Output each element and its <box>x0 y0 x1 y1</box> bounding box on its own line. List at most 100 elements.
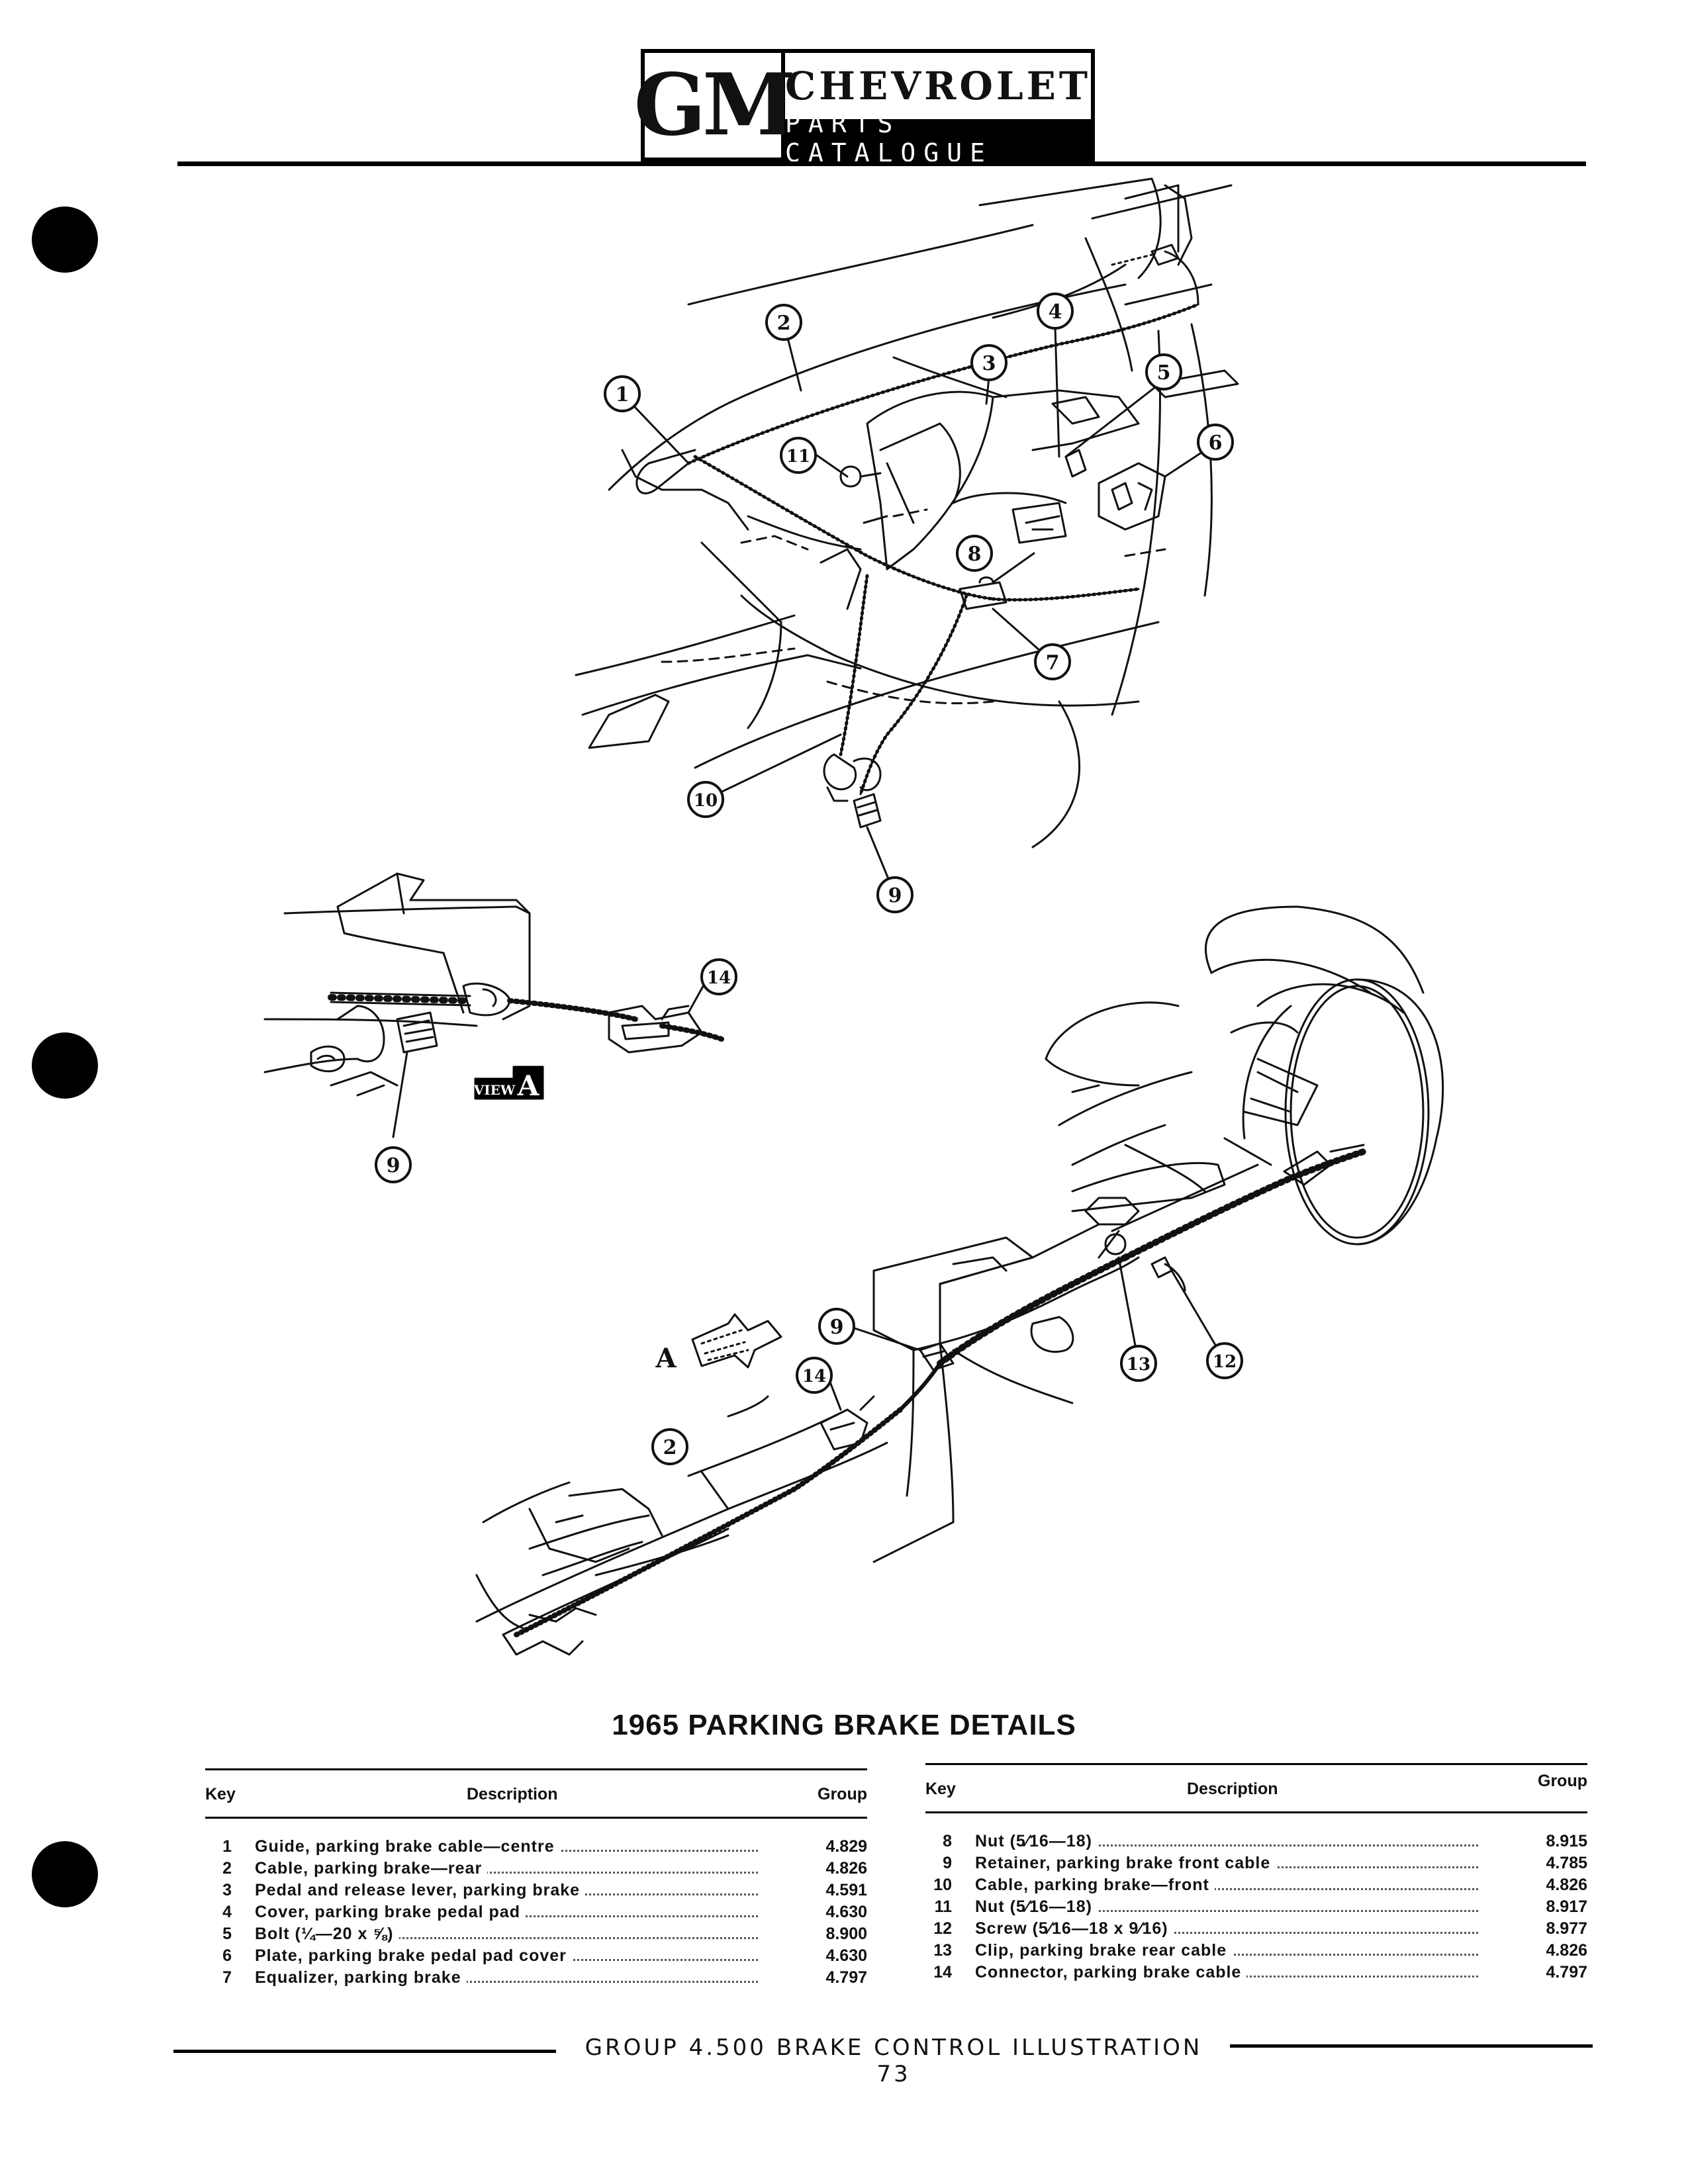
callout-circle-11 <box>780 437 817 474</box>
part-key: 14 <box>933 1963 952 1981</box>
underbody-diagram <box>475 905 1444 1656</box>
gm-logo-mark: GM <box>634 53 796 158</box>
part-key: 11 <box>934 1897 952 1916</box>
footer-rule-right <box>1230 2044 1593 2048</box>
part-description-cell: Cable, parking brake—rear <box>255 1858 758 1880</box>
part-description: Equalizer, parking brake <box>255 1968 467 1987</box>
part-group: 4.630 <box>825 1946 867 1965</box>
view-label-letter: A <box>517 1069 540 1102</box>
parking-brake-illustration: 1 2 3 4 5 6 7 8 9 10 11 14 9 9 14 2 13 1… <box>263 177 1444 1656</box>
view-a-label-shape <box>474 1066 544 1100</box>
part-key: 1 <box>222 1837 232 1856</box>
part-description-cell: Cable, parking brake—front <box>975 1874 1478 1896</box>
callout-7: 7 <box>1046 651 1060 674</box>
arrow-label: A <box>655 1343 677 1374</box>
part-group: 4.591 <box>825 1881 867 1899</box>
callout-10: 10 <box>694 791 718 811</box>
part-description-cell: Retainer, parking brake front cable <box>975 1852 1478 1874</box>
part-description: Plate, parking brake pedal pad cover <box>255 1946 572 1965</box>
part-key: 3 <box>222 1881 232 1899</box>
dot-leader <box>975 1844 1478 1846</box>
callout-circle-3 <box>970 344 1008 381</box>
part-key: 12 <box>933 1919 952 1938</box>
part-key: 6 <box>222 1946 232 1965</box>
part-description-cell: Plate, parking brake pedal pad cover <box>255 1945 758 1967</box>
table-row: 2 Cable, parking brake—rear 4.826 <box>205 1858 867 1880</box>
part-group: 4.797 <box>1546 1963 1587 1981</box>
page-title: 1965 PARKING BRAKE DETAILS <box>612 1709 1076 1741</box>
header-key: Key <box>205 1785 236 1803</box>
dot-leader <box>255 1937 758 1939</box>
part-description: Cable, parking brake—front <box>975 1876 1215 1894</box>
callout-9b: 9 <box>387 1154 400 1177</box>
header-rule <box>177 161 1586 166</box>
part-key: 13 <box>933 1941 952 1960</box>
callout-9c: 9 <box>830 1316 844 1339</box>
part-description-cell: Equalizer, parking brake <box>255 1967 758 1989</box>
callout-14b: 14 <box>802 1367 826 1387</box>
header-key: Key <box>925 1780 956 1798</box>
table-top-rule <box>925 1763 1587 1765</box>
callout-14: 14 <box>707 968 731 988</box>
callout-circle-2b <box>651 1428 688 1465</box>
part-group: 4.797 <box>825 1968 867 1987</box>
part-group: 4.826 <box>1546 1876 1587 1894</box>
table-row: 13 Clip, parking brake rear cable 4.826 <box>925 1940 1587 1962</box>
part-group: 8.915 <box>1546 1832 1587 1850</box>
part-key: 5 <box>222 1925 232 1943</box>
callout-circle-2 <box>765 304 802 341</box>
table-row: 5 Bolt (¼—20 x ⅝) 8.900 <box>205 1923 867 1945</box>
callout-11: 11 <box>786 447 810 467</box>
callout-3: 3 <box>982 352 996 375</box>
part-key: 2 <box>222 1859 232 1878</box>
table-header-rule <box>925 1811 1587 1813</box>
table-row: 4 Cover, parking brake pedal pad 4.630 <box>205 1901 867 1923</box>
footer-caption: GROUP 4.500 BRAKE CONTROL ILLUSTRATION 7… <box>585 2034 1203 2087</box>
part-key: 4 <box>222 1903 232 1921</box>
callout-circle-9 <box>876 876 914 913</box>
callout-circle-14 <box>700 958 737 995</box>
callout-circle-8 <box>956 535 993 572</box>
part-description-cell: Nut (5⁄16—18) <box>975 1896 1478 1918</box>
callout-13: 13 <box>1127 1355 1150 1375</box>
punch-hole-middle <box>32 1032 98 1099</box>
header-group: Group <box>818 1785 867 1803</box>
part-description-cell: Bolt (¼—20 x ⅝) <box>255 1923 758 1945</box>
callout-circle-10 <box>687 781 724 818</box>
part-description: Nut (5⁄16—18) <box>975 1897 1098 1916</box>
part-key: 8 <box>943 1832 952 1850</box>
part-group: 8.900 <box>825 1925 867 1943</box>
part-group: 4.630 <box>825 1903 867 1921</box>
callout-circle-4 <box>1037 293 1074 330</box>
part-group: 4.826 <box>825 1859 867 1878</box>
callout-6: 6 <box>1209 432 1223 455</box>
brand-name: CHEVROLET <box>784 64 1092 109</box>
punch-hole-top <box>32 206 98 273</box>
part-group: 4.826 <box>1546 1941 1587 1960</box>
part-description-cell: Screw (5⁄16—18 x 9⁄16) <box>975 1918 1478 1940</box>
callout-circle-13 <box>1120 1345 1157 1382</box>
part-description-cell: Clip, parking brake rear cable <box>975 1940 1478 1962</box>
footer-rule-left <box>173 2050 556 2053</box>
table-row: 6 Plate, parking brake pedal pad cover 4.6… <box>205 1945 867 1967</box>
part-description: Clip, parking brake rear cable <box>975 1941 1233 1960</box>
part-description: Bolt (¼—20 x ⅝) <box>255 1925 399 1943</box>
table-top-rule <box>205 1768 867 1770</box>
callout-8: 8 <box>968 543 982 566</box>
part-description-cell: Cover, parking brake pedal pad <box>255 1901 758 1923</box>
table-header: Key Description Group <box>925 1765 1587 1811</box>
callout-circle-1 <box>604 375 641 412</box>
header-description: Description <box>467 1785 558 1803</box>
callout-circle-12 <box>1206 1342 1243 1379</box>
callout-4: 4 <box>1049 300 1062 324</box>
callout-circle-9b <box>375 1146 412 1183</box>
